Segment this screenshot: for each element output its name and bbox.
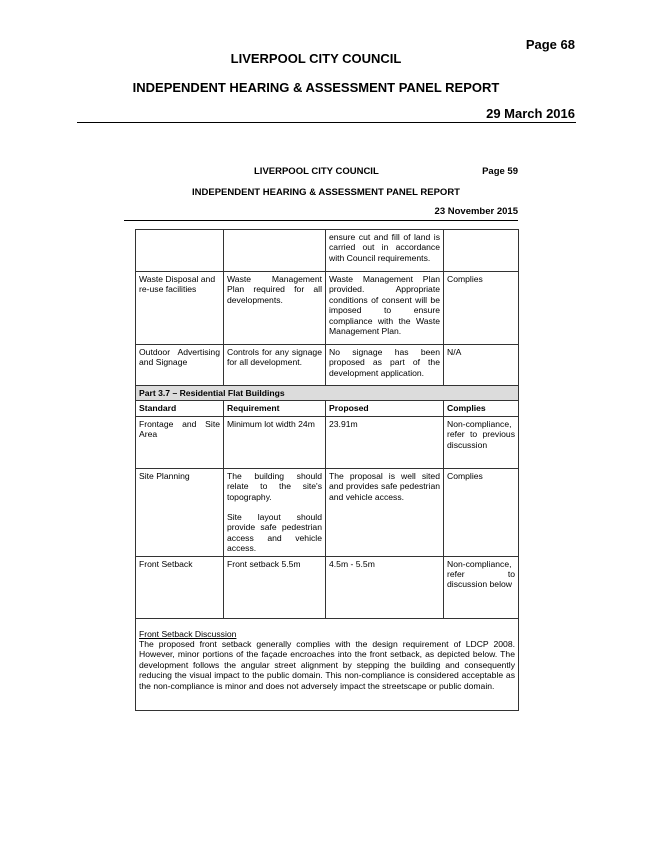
standard-cell: Frontage and Site Area <box>135 415 224 469</box>
proposed-cell: ensure cut and fill of land is carried o… <box>325 229 444 272</box>
standard-cell: Front Setback <box>135 555 224 619</box>
section-heading-row: Part 3.7 – Residential Flat Buildings <box>135 384 519 402</box>
discussion-body: The proposed front setback generally com… <box>139 639 515 691</box>
requirement-cell: Front setback 5.5m <box>223 555 326 619</box>
inner-report-date: 23 November 2015 <box>434 206 518 217</box>
complies-cell: Complies <box>443 271 519 345</box>
table-row: Site Planning The building should relate… <box>135 467 519 557</box>
column-header-requirement: Requirement <box>223 400 326 417</box>
complies-cell: Non-compliance, refer to discussion belo… <box>443 555 519 619</box>
inner-report-title: INDEPENDENT HEARING & ASSESSMENT PANEL R… <box>192 187 460 198</box>
table-row: ensure cut and fill of land is carried o… <box>135 229 519 272</box>
standard-cell <box>135 229 224 272</box>
table-row: Waste Disposal and re-use facilities Was… <box>135 271 519 345</box>
inner-page-number: Page 59 <box>482 166 518 177</box>
requirement-cell: Minimum lot width 24m <box>223 415 326 469</box>
proposed-cell: 4.5m - 5.5m <box>325 555 444 619</box>
standard-cell: Site Planning <box>135 467 224 557</box>
complies-cell <box>443 229 519 272</box>
inner-council-name: LIVERPOOL CITY COUNCIL <box>254 166 379 177</box>
requirement-cell: Controls for any signage for all develop… <box>223 344 326 386</box>
report-date: 29 March 2016 <box>486 106 575 121</box>
column-header-standard: Standard <box>135 400 224 417</box>
column-header-complies: Complies <box>443 400 519 417</box>
report-title: INDEPENDENT HEARING & ASSESSMENT PANEL R… <box>132 80 500 95</box>
compliance-table: ensure cut and fill of land is carried o… <box>135 229 519 711</box>
proposed-cell: Waste Management Plan provided. Appropri… <box>325 271 444 345</box>
discussion-row: Front Setback Discussion The proposed fr… <box>135 617 519 711</box>
proposed-cell: The proposal is well sited and provides … <box>325 467 444 557</box>
header-divider <box>77 122 576 123</box>
complies-cell: Non-compliance, refer to previous discus… <box>443 415 519 469</box>
table-row: Frontage and Site Area Minimum lot width… <box>135 415 519 469</box>
discussion-cell: Front Setback Discussion The proposed fr… <box>135 617 519 711</box>
requirement-cell <box>223 229 326 272</box>
requirement-text: The building should relate to the site's… <box>227 470 322 502</box>
table-row: Front Setback Front setback 5.5m 4.5m - … <box>135 555 519 619</box>
standard-cell: Waste Disposal and re-use facilities <box>135 271 224 345</box>
inner-header-divider <box>124 220 518 221</box>
section-title: Part 3.7 – Residential Flat Buildings <box>135 384 519 402</box>
requirement-cell: Waste Management Plan required for all d… <box>223 271 326 345</box>
table-row: Outdoor Advertising and Signage Controls… <box>135 344 519 386</box>
column-header-proposed: Proposed <box>325 400 444 417</box>
council-name: LIVERPOOL CITY COUNCIL <box>230 51 402 66</box>
complies-cell: N/A <box>443 344 519 386</box>
page-number: Page 68 <box>525 37 575 52</box>
standard-cell: Outdoor Advertising and Signage <box>135 344 224 386</box>
complies-cell: Complies <box>443 467 519 557</box>
requirement-text: Site layout should provide safe pedestri… <box>227 512 322 554</box>
discussion-title: Front Setback Discussion <box>139 628 237 639</box>
proposed-cell: No signage has been proposed as part of … <box>325 344 444 386</box>
proposed-cell: 23.91m <box>325 415 444 469</box>
table-header-row: Standard Requirement Proposed Complies <box>135 400 519 417</box>
requirement-cell: The building should relate to the site's… <box>223 467 326 557</box>
